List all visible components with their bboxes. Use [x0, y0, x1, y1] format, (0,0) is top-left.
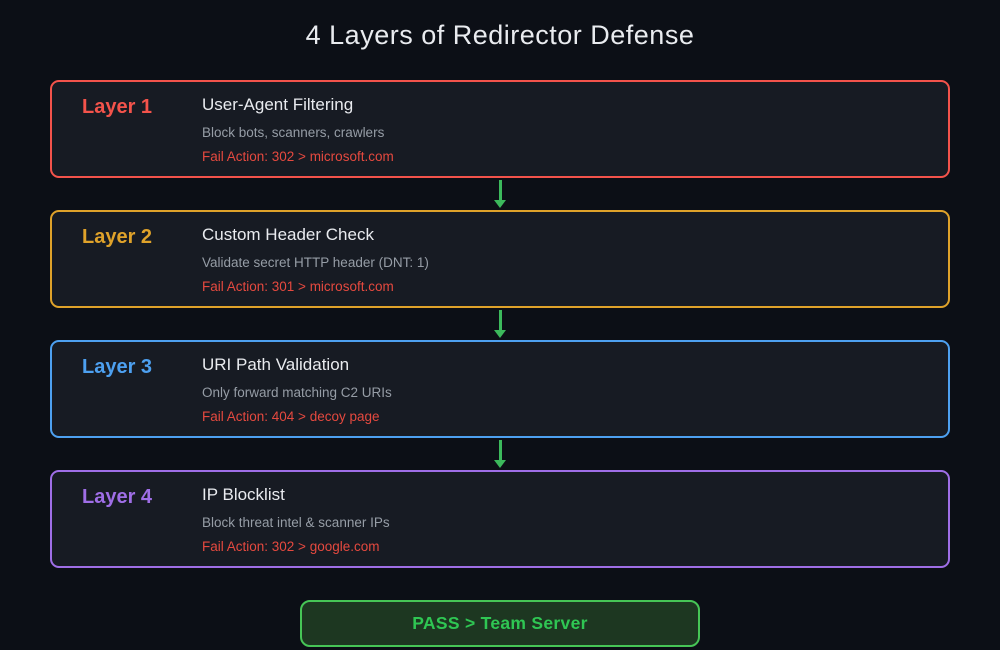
layer-description: Block bots, scanners, crawlers: [202, 125, 385, 140]
layer-fail-action: Fail Action: 302 > google.com: [202, 539, 380, 554]
flow-down-arrow-icon: [493, 310, 507, 338]
layer-label: Layer 1: [82, 96, 153, 118]
layer-content: User-Agent Filtering Block bots, scanner…: [202, 82, 928, 164]
layer-content: Custom Header Check Validate secret HTTP…: [202, 212, 928, 294]
layer-description: Validate secret HTTP header (DNT: 1): [202, 255, 429, 270]
layer-description: Block threat intel & scanner IPs: [202, 515, 390, 530]
layer-card-3: Layer 3 URI Path Validation Only forward…: [50, 340, 950, 438]
layer-label: Layer 3: [82, 356, 153, 378]
pass-label: PASS > Team Server: [412, 613, 588, 633]
layer-fail-action: Fail Action: 301 > microsoft.com: [202, 279, 394, 294]
arrow-head: [494, 460, 506, 468]
layer-title: IP Blocklist: [202, 485, 285, 504]
arrow-line: [498, 180, 502, 200]
arrow-line: [498, 310, 502, 330]
layer-title: User-Agent Filtering: [202, 95, 354, 114]
pass-box: PASS > Team Server: [300, 600, 700, 647]
layer-title: URI Path Validation: [202, 355, 350, 374]
arrow-line: [498, 440, 502, 460]
layer-card-1: Layer 1 User-Agent Filtering Block bots,…: [50, 80, 950, 178]
layer-content: IP Blocklist Block threat intel & scanne…: [202, 472, 928, 554]
layer-content: URI Path Validation Only forward matchin…: [202, 342, 928, 424]
page-title: 4 Layers of Redirector Defense: [305, 20, 695, 50]
layer-label: Layer 4: [82, 486, 153, 508]
layer-label: Layer 2: [82, 226, 153, 248]
layer-description: Only forward matching C2 URIs: [202, 385, 392, 400]
flow-down-arrow-icon: [493, 180, 507, 208]
layer-card-2: Layer 2 Custom Header Check Validate sec…: [50, 210, 950, 308]
layer-fail-action: Fail Action: 404 > decoy page: [202, 409, 380, 424]
flow-down-arrow-icon: [493, 440, 507, 468]
layer-fail-action: Fail Action: 302 > microsoft.com: [202, 149, 394, 164]
arrow-head: [494, 200, 506, 208]
layer-title: Custom Header Check: [202, 225, 374, 244]
layer-card-4: Layer 4 IP Blocklist Block threat intel …: [50, 470, 950, 568]
arrow-head: [494, 330, 506, 338]
